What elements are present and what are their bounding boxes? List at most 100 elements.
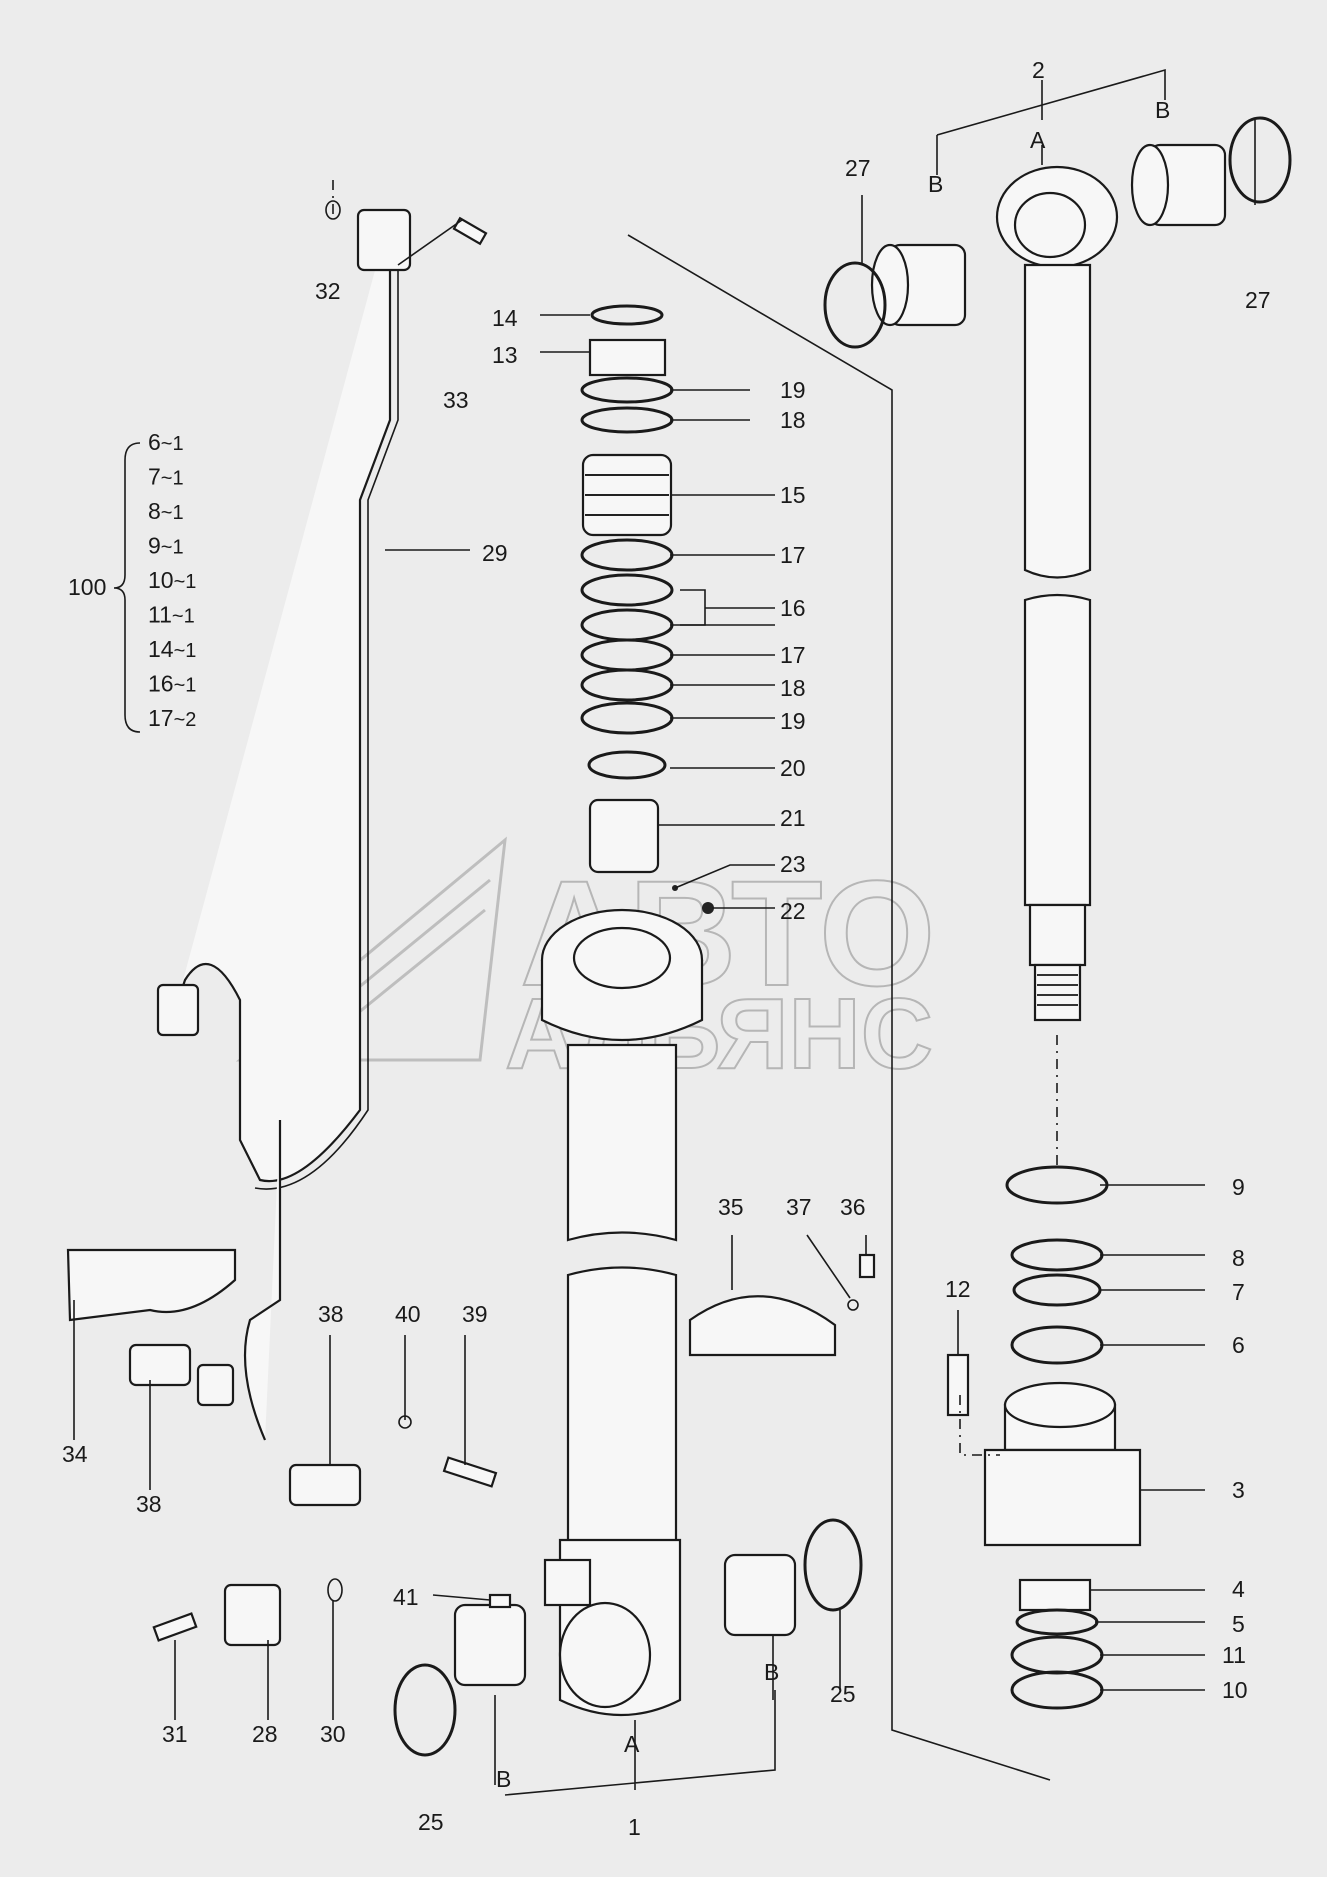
hydraulic-pipes	[156, 208, 412, 1647]
letter-b-top-left: B	[928, 171, 943, 197]
ring-11	[1010, 1635, 1104, 1675]
callout-34: 34	[62, 1441, 88, 1467]
callout-37: 37	[786, 1194, 812, 1220]
kit-item-6: 6~1	[148, 429, 184, 455]
o-ring-30	[327, 1578, 343, 1602]
kit-item-part: 7	[148, 464, 161, 490]
kit-item-qty: ~1	[161, 468, 184, 490]
callout-labels: 2 A B B 27 27 14 13 19 18 15 17 16 17 18…	[62, 57, 1271, 1840]
callout-21: 21	[780, 805, 806, 831]
ring-7	[1012, 1273, 1102, 1307]
clamp-38-lower	[288, 1463, 362, 1507]
kit-item-part: 9	[148, 533, 161, 559]
piston-assembly	[946, 1165, 1142, 1710]
letter-b-bottom-right: B	[764, 1659, 779, 1685]
callout-18-top: 18	[780, 407, 806, 433]
callout-19-bottom: 19	[780, 708, 806, 734]
kit-list: 100 6~17~18~19~110~111~114~116~117~2	[68, 429, 196, 733]
assembly-bracket-line	[627, 234, 1051, 1781]
callout-36: 36	[840, 1194, 866, 1220]
cylinder-upper-barrel	[566, 1043, 678, 1242]
ring-19-bottom	[580, 701, 674, 735]
letter-b-bottom-left: B	[496, 1766, 511, 1792]
bushing-13	[588, 338, 667, 377]
seal-ring-27-right	[1228, 116, 1292, 204]
cylinder-lower-barrel	[566, 1266, 678, 1552]
callout-11: 11	[1222, 1642, 1246, 1668]
pipe-clamp-28	[223, 1583, 282, 1647]
callout-27-left: 27	[845, 155, 871, 181]
ring-9	[1005, 1165, 1109, 1205]
kit-item-qty: ~1	[174, 675, 197, 697]
ring-8	[1010, 1238, 1104, 1272]
clamps	[66, 200, 876, 1642]
pipe-end-fitting	[156, 983, 200, 1037]
callout-30: 30	[320, 1721, 346, 1747]
kit-item-14: 14~1	[148, 636, 196, 662]
callout-19-top: 19	[780, 377, 806, 403]
kit-item-9: 9~1	[148, 533, 184, 559]
rod-bushings	[823, 116, 1292, 349]
kit-rows: 6~17~18~19~110~111~114~116~117~2	[148, 429, 196, 731]
kit-item-part: 16	[148, 671, 174, 697]
cylinder-port-block	[543, 1558, 592, 1607]
rod-upper-shaft	[1023, 263, 1092, 579]
letter-b-top-right: B	[1155, 97, 1170, 123]
callout-38-top: 38	[318, 1301, 344, 1327]
callout-38-bottom: 38	[136, 1491, 162, 1517]
callout-35: 35	[718, 1194, 744, 1220]
callout-32: 32	[315, 278, 341, 304]
kit-item-qty: ~2	[174, 709, 197, 731]
kit-item-qty: ~1	[174, 640, 197, 662]
ring-20	[587, 750, 667, 780]
callout-14: 14	[492, 305, 518, 331]
callout-6: 6	[1232, 1332, 1245, 1358]
ring-10	[1010, 1670, 1104, 1710]
callout-20: 20	[780, 755, 806, 781]
bushing-b-right-bottom	[723, 1553, 797, 1637]
ring-5	[1015, 1608, 1099, 1636]
seal-ring-27-left	[823, 261, 887, 349]
callout-41: 41	[393, 1584, 419, 1610]
bolt-31	[152, 1612, 198, 1642]
callout-17-bottom: 17	[780, 642, 806, 668]
o-ring-32	[325, 200, 341, 220]
ring-4	[1018, 1578, 1092, 1612]
callout-22: 22	[780, 898, 806, 924]
callout-16: 16	[780, 595, 806, 621]
seal-ring-25-right	[803, 1518, 863, 1612]
leader-lines	[73, 68, 1256, 1796]
clamp-34	[66, 1248, 237, 1322]
callout-5: 5	[1232, 1611, 1245, 1637]
nut-21	[588, 798, 660, 874]
kit-item-qty: ~1	[174, 571, 197, 593]
seal-ring-25-left	[393, 1663, 457, 1757]
rod-eye-bore	[1013, 191, 1087, 259]
ring-18-top	[580, 406, 674, 434]
callout-25-left: 25	[418, 1809, 444, 1835]
kit-item-part: 14	[148, 636, 174, 662]
screw-22	[702, 902, 714, 914]
cylinder-tube	[540, 908, 704, 1717]
kit-item-17: 17~2	[148, 705, 196, 731]
kit-item-qty: ~1	[161, 502, 184, 524]
bolt-39	[442, 1456, 498, 1488]
callout-25-right: 25	[830, 1681, 856, 1707]
callout-12: 12	[945, 1276, 971, 1302]
kit-item-part: 6	[148, 429, 161, 455]
kit-item-qty: ~1	[161, 433, 184, 455]
pipe-28	[243, 1120, 282, 1441]
kit-item-11: 11~1	[148, 602, 195, 628]
callout-1: 1	[628, 1814, 641, 1840]
callout-8: 8	[1232, 1245, 1245, 1271]
callout-3: 3	[1232, 1477, 1245, 1503]
callout-23: 23	[780, 851, 806, 877]
callout-18-bottom: 18	[780, 675, 806, 701]
gland-seal-stack	[580, 304, 714, 914]
ring-14	[590, 304, 664, 326]
bushing-b-left-bottom	[453, 1603, 527, 1687]
ring-18-bottom	[580, 668, 674, 702]
pipe-clamp-top	[356, 208, 412, 272]
